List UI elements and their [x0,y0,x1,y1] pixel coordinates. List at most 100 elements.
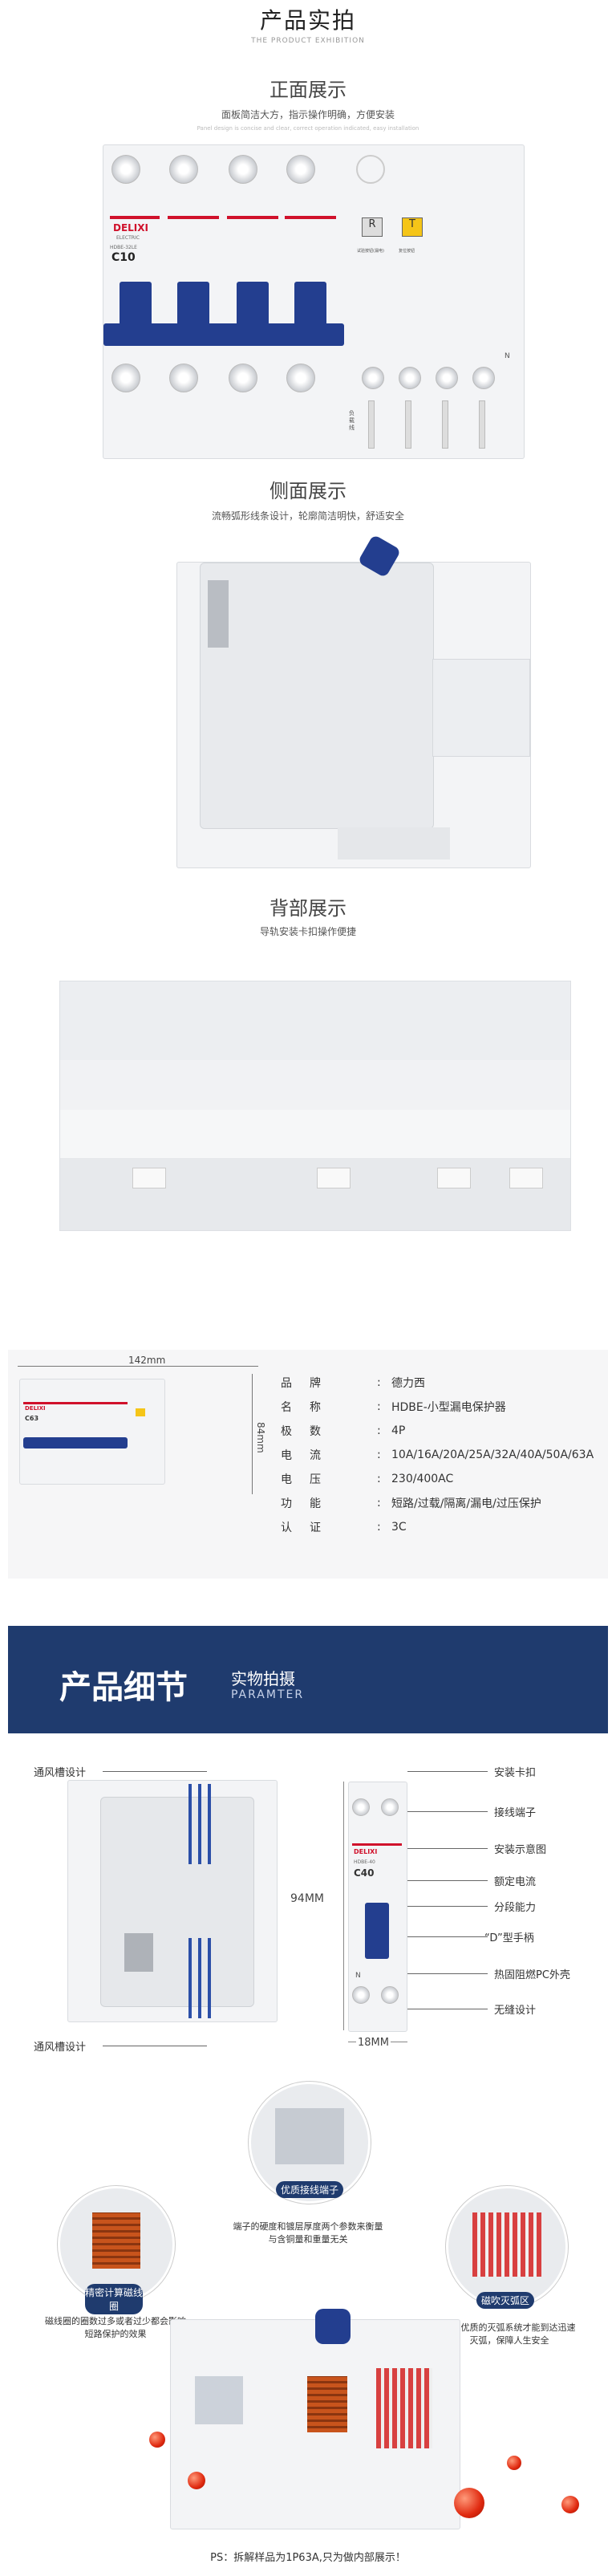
dim-18mm: 18MM [356,2037,391,2049]
footer-note: PS：拆解样品为1P63A,只为做内部展示！ [210,2552,406,2564]
detail-n-label: N [355,1972,361,1980]
decor-ball-icon [188,2472,205,2489]
indicator-icon [356,155,385,184]
terminal-screw-icon [286,155,315,184]
front-desc: 面板简洁大方，指示操作明确，方便安装 [221,109,395,120]
terminal-screw-icon [169,364,198,392]
handle-icon [365,1903,389,1959]
banner-title: 产品细节 [59,1669,188,1706]
feature-arc-pill: 磁吹灭弧区 [476,2292,534,2309]
terminal-screw-icon [399,367,421,389]
side-title: 侧面展示 [270,480,346,502]
airflow-arrow-icon [188,1784,192,1864]
terminal-detail-image [249,2082,371,2204]
device-brand: DELIXI [113,222,148,234]
callout-item: 热固阻燃PC外壳 [494,1969,570,1981]
front-title: 正面展示 [270,79,346,101]
callout-item: “D”型手柄 [484,1932,534,1944]
feature-coil-pill: 精密计算磁线圈 [85,2284,143,2314]
device-rating: C10 [111,251,136,264]
specs-section: 142mm 84mm DELIXI C63 品牌:德力西 名称:HDBE-小型漏… [8,1350,608,1579]
airflow-arrow-icon [208,1938,211,2018]
specs-device-image: DELIXI C63 [19,1379,165,1485]
front-desc-en: Panel design is concise and clear, corre… [197,125,419,132]
rail-clip-icon [317,1168,351,1188]
airflow-arrow-icon [198,1784,201,1864]
back-title: 背部展示 [270,897,346,920]
terminal-screw-icon [436,367,458,389]
spec-table: 品牌:德力西 名称:HDBE-小型漏电保护器 极数:4P 电流:10A/16A/… [281,1371,602,1539]
n-label: N [505,352,510,360]
detail-device-model: HDBE-40 [354,1859,375,1865]
banner-sub2: PARAMTER [231,1688,305,1701]
terminal-screw-icon [472,367,495,389]
handle-icon [120,282,152,330]
details-banner: 产品细节 实物拍摄 PARAMTER [8,1626,608,1733]
callout-item: 分段能力 [494,1902,537,1914]
decor-ball-icon [149,2432,165,2448]
banner-sub1: 实物拍摄 [231,1669,295,1688]
width-dim-label: 142mm [128,1355,166,1366]
back-desc: 导轨安装卡扣操作便捷 [259,926,356,937]
terminal-screw-icon [229,155,257,184]
handle-icon [177,282,209,330]
decor-ball-icon [454,2488,484,2518]
terminal-screw-icon [229,364,257,392]
terminal-screw-icon [381,1798,399,1816]
details-side-image [67,1780,278,2022]
callout-item: 无缝设计 [494,2005,537,2017]
spec-row: 电压:230/400AC [281,1473,454,1486]
side-device-image [176,534,531,868]
decor-ball-icon [561,2496,579,2513]
page-subtitle: THE PRODUCT EXHIBITION [251,37,365,45]
device-model: HDBE-32LE [110,245,137,250]
bottom-text: 负载 线 [349,410,355,431]
back-device-image [59,981,571,1231]
terminal-screw-icon [362,367,384,389]
spec-row: 极数:4P [281,1424,406,1438]
spec-row: 品牌:德力西 [281,1376,425,1390]
rail-clip-icon [132,1168,166,1188]
device-brand-sub: ELECTRIC [116,235,140,241]
vent-top-label: 通风槽设计 [34,1767,87,1779]
arc-chamber-detail-image [446,2186,568,2308]
height-dim-label: 84mm [255,1422,266,1453]
decor-ball-icon [507,2456,521,2470]
airflow-arrow-icon [188,1938,192,2018]
feature-arc-text: 只有优质的灭弧系统才能到达迅速灭弧，保障人生安全 [443,2322,576,2346]
r-button-text: 试验按钮(漏电) [357,249,384,254]
callout-item: 额定电流 [494,1876,537,1888]
callout-item: 接线端子 [494,1807,537,1819]
test-button-r: R [362,217,383,237]
handle-bar-icon [103,323,344,346]
t-button-text: 复位按钮 [399,249,415,254]
detail-device-brand: DELIXI [354,1848,378,1855]
terminal-screw-icon [286,364,315,392]
terminal-screw-icon [381,1986,399,2004]
specs-device-brand: DELIXI [25,1405,46,1412]
handle-icon [315,2309,351,2344]
callout-item: 安装卡扣 [494,1767,537,1779]
terminal-screw-icon [111,364,140,392]
side-label-plate [208,580,229,648]
dim-94mm: 94MM [290,1892,324,1905]
vent-bottom-label: 通风槽设计 [34,2042,87,2054]
spec-row: 电流:10A/16A/20A/25A/32A/40A/50A/63A [281,1448,594,1462]
reset-button-t: T [402,217,423,237]
feature-terminal-text: 端子的硬度和镀层厚度两个参数来衡量与含铜量和重量无关 [233,2221,383,2245]
feature-coil-text: 磁线圈的圈数过多或者过少都会影响短路保护的效果 [45,2316,186,2339]
front-device-image: DELIXI ELECTRIC HDBE-32LE C10 R T 试验按钮(漏… [103,144,525,459]
coil-detail-image [58,2186,175,2303]
details-front-image: DELIXI HDBE-40 C40 N [348,1782,407,2032]
internal-breaker-image [170,2309,460,2529]
terminal-screw-icon [352,1798,370,1816]
feature-terminal-pill: 优质接线端子 [276,2181,343,2198]
airflow-arrow-icon [208,1784,211,1864]
detail-device-rating: C40 [354,1867,375,1879]
handle-icon [294,282,326,330]
spec-row: 功能:短路/过载/隔离/漏电/过压保护 [281,1497,541,1510]
specs-device-rating: C63 [25,1415,39,1422]
rail-clip-icon [509,1168,543,1188]
spec-row: 认证:3C [281,1521,407,1534]
side-desc: 流畅弧形线条设计，轮廓简洁明快，舒适安全 [211,510,404,522]
